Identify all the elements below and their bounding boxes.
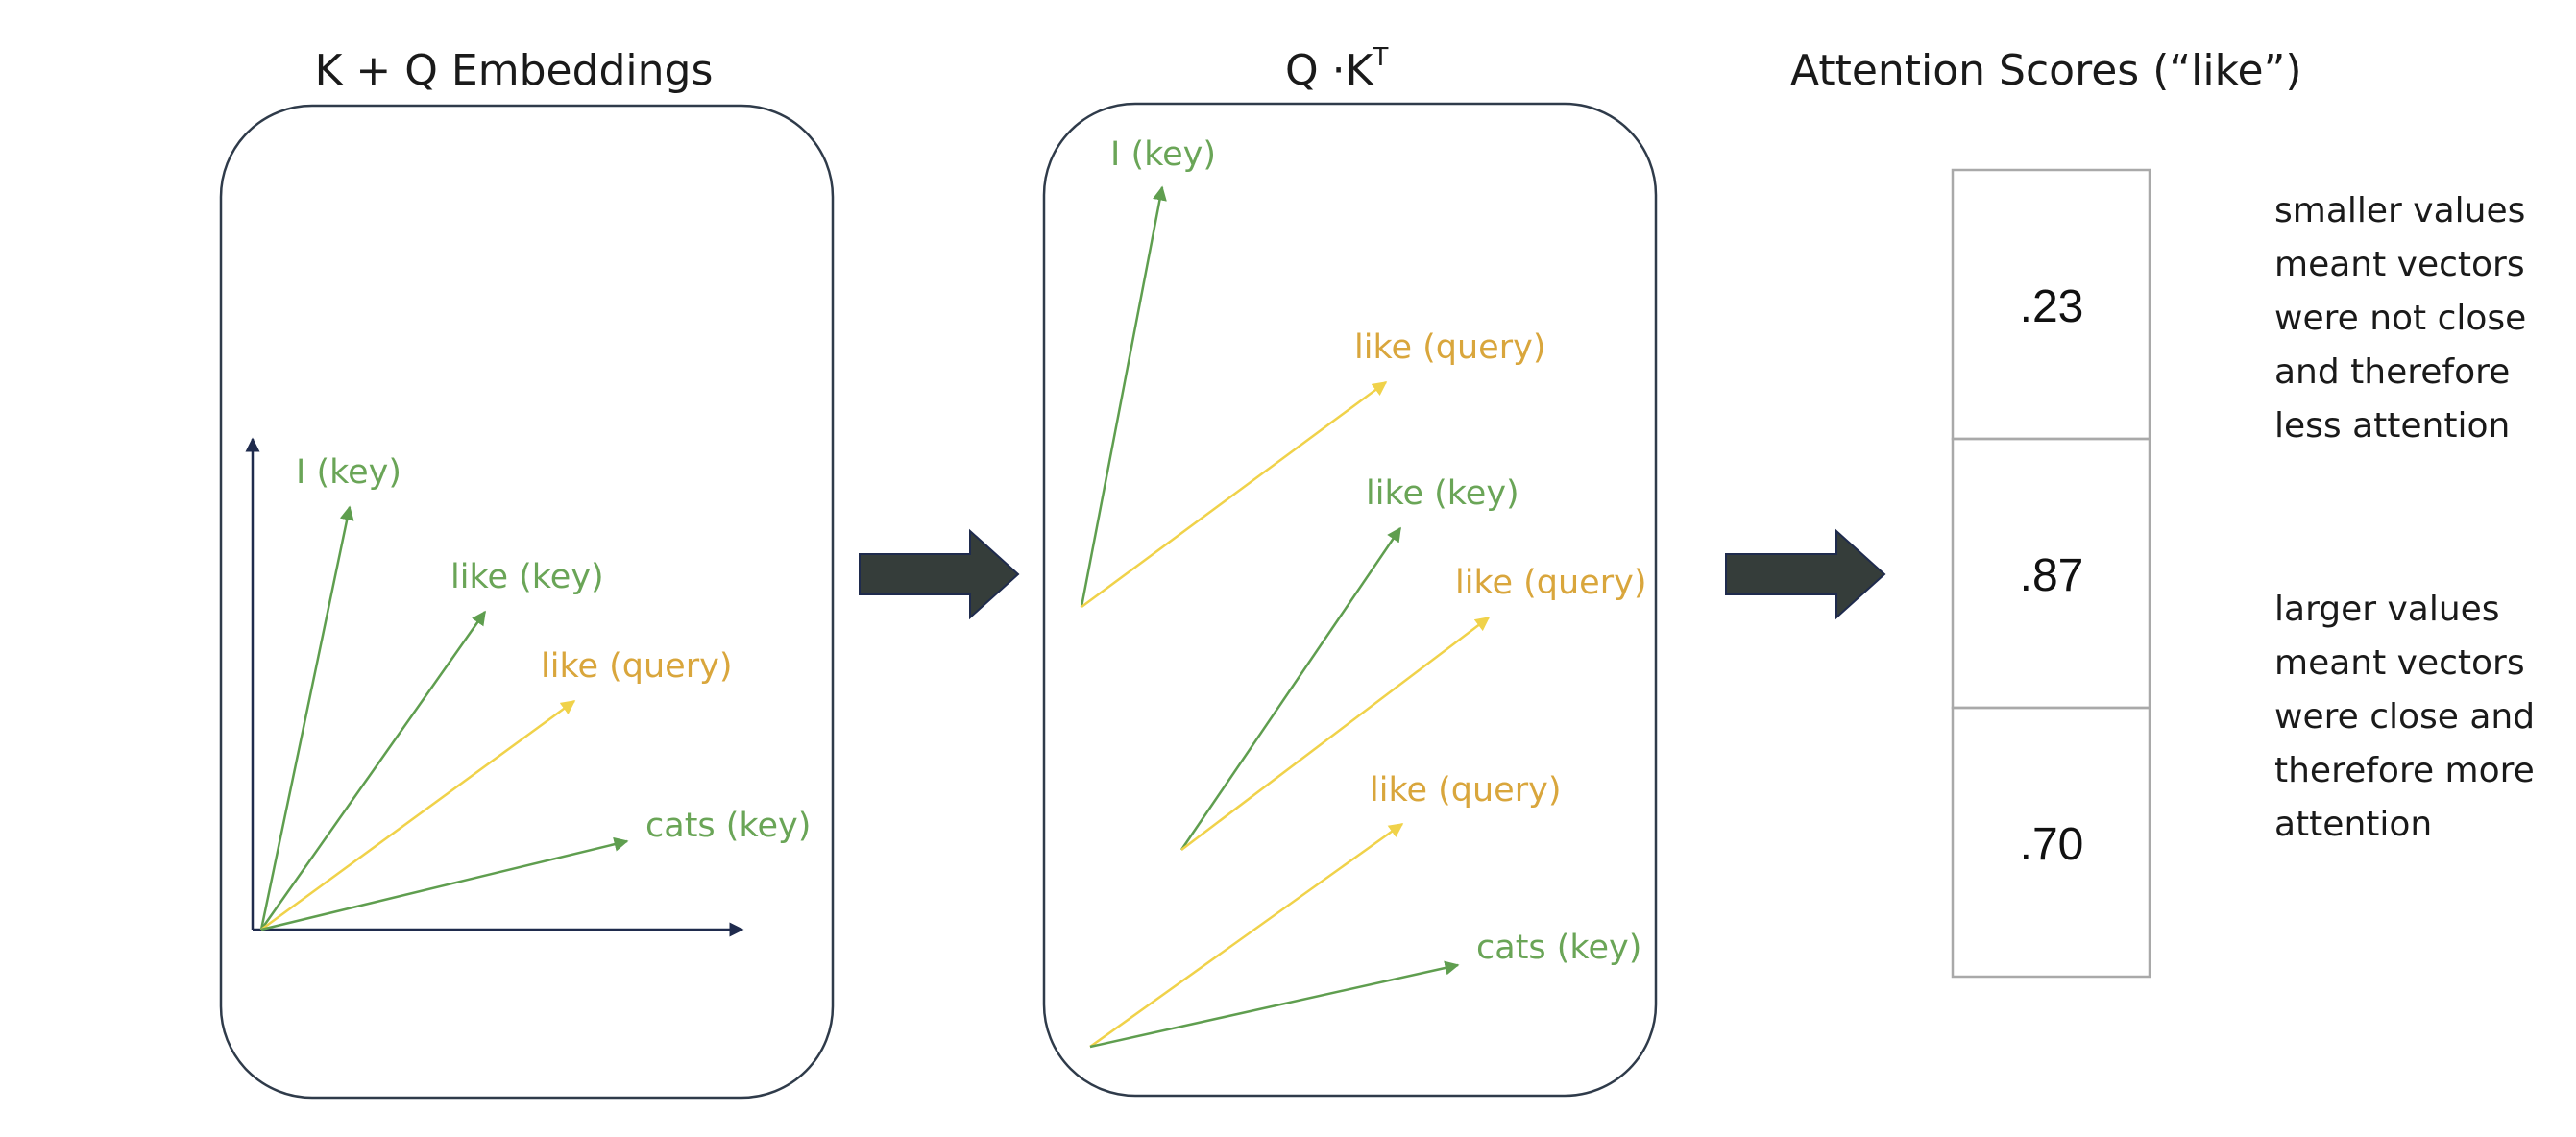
note-line: larger values bbox=[2274, 590, 2500, 629]
dot-product-panel: Q ·KT I (key) like (query) like (key) li… bbox=[1042, 43, 1658, 1098]
like-query-vector bbox=[1180, 617, 1491, 851]
i-key-vector bbox=[1080, 185, 1167, 608]
note-line: and therefore bbox=[2274, 352, 2511, 392]
note-line: attention bbox=[2274, 805, 2433, 844]
embeddings-title: K + Q Embeddings bbox=[315, 46, 714, 95]
cats-key-vector bbox=[260, 836, 629, 931]
right-arrow-icon bbox=[859, 528, 1020, 620]
note-line: smaller values bbox=[2274, 191, 2526, 230]
smaller-values-note: smaller values meant vectors were not cl… bbox=[2274, 184, 2526, 453]
larger-values-note: larger values meant vectors were close a… bbox=[2274, 583, 2535, 852]
embeddings-panel: K + Q Embeddings I (key) like (key) like… bbox=[219, 46, 835, 1100]
note-line: therefore more bbox=[2274, 751, 2535, 790]
score-cell bbox=[1951, 706, 2151, 979]
like-query-vector bbox=[1081, 380, 1388, 609]
like-key-label: like (key) bbox=[450, 558, 604, 596]
dot-product-title: Q ·KT bbox=[1285, 43, 1388, 95]
note-line: less attention bbox=[2274, 406, 2511, 446]
score-value: .70 bbox=[2020, 819, 2084, 870]
cats-key-vector bbox=[1089, 960, 1460, 1049]
i-key-label: I (key) bbox=[1110, 135, 1216, 174]
i-key-label: I (key) bbox=[296, 453, 401, 492]
note-line: meant vectors bbox=[2274, 643, 2525, 683]
like-query-vector bbox=[260, 699, 576, 931]
score-value: .23 bbox=[2020, 281, 2084, 332]
like-query-label: like (query) bbox=[541, 647, 732, 686]
dot-product-box bbox=[1042, 102, 1658, 1098]
scores-panel: Attention Scores (“like”) .23 .87 .70 bbox=[1790, 46, 2302, 979]
embeddings-box bbox=[219, 104, 835, 1100]
like-key-label: like (key) bbox=[1366, 474, 1519, 513]
like-key-vector bbox=[259, 610, 487, 931]
note-line: meant vectors bbox=[2274, 245, 2525, 284]
i-key-vector bbox=[259, 505, 354, 931]
cats-key-label: cats (key) bbox=[645, 807, 811, 845]
like-query-vector bbox=[1089, 822, 1404, 1049]
note-line: were not close bbox=[2274, 299, 2527, 338]
like-query-label: like (query) bbox=[1455, 564, 1646, 602]
cats-key-label: cats (key) bbox=[1476, 929, 1641, 967]
like-query-label: like (query) bbox=[1370, 771, 1561, 810]
right-arrow-icon bbox=[1725, 528, 1886, 620]
like-key-vector bbox=[1179, 526, 1402, 851]
scores-title: Attention Scores (“like”) bbox=[1790, 46, 2302, 95]
score-value: .87 bbox=[2020, 550, 2084, 601]
note-line: were close and bbox=[2274, 697, 2536, 737]
like-query-label: like (query) bbox=[1354, 328, 1545, 367]
